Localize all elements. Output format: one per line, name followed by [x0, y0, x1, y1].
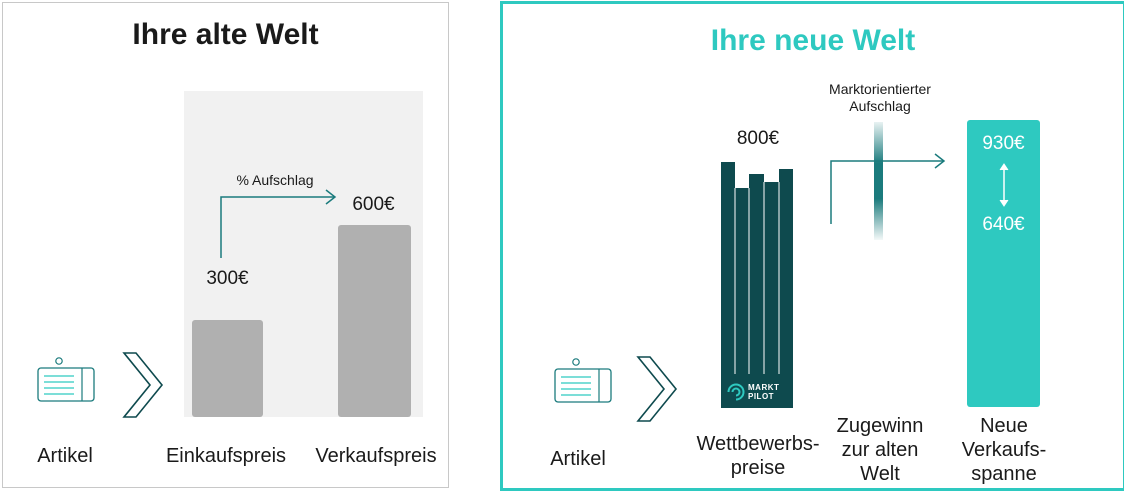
chevron-right-icon	[636, 356, 678, 422]
new-sale-span-label: Neue Verkaufs- spanne	[950, 414, 1058, 486]
markup-label: % Aufschlag	[236, 172, 314, 188]
old-world-title: Ihre alte Welt	[132, 18, 319, 51]
brand-line-1: MARKT	[748, 383, 780, 392]
brand-line-2: PILOT	[748, 392, 775, 401]
sale-price-value: 600€	[352, 194, 395, 215]
competitor-label-line-2: preise	[730, 457, 786, 479]
article-icon	[37, 357, 95, 402]
new-article-label: Artikel	[550, 448, 606, 470]
gain-line-3: Welt	[860, 463, 900, 485]
marktpilot-logo-icon	[727, 383, 745, 401]
span-label-line-2: Verkaufs-	[961, 439, 1047, 461]
span-bottom-value: 640€	[982, 214, 1025, 235]
market-markup-label: Marktorientierter Aufschlag	[815, 81, 945, 115]
span-label-line-1: Neue	[980, 415, 1028, 437]
purchase-price-bar	[192, 320, 263, 417]
competitor-price-label: Wettbewerbs- preise	[688, 432, 828, 480]
span-label-line-3: spanne	[971, 463, 1037, 485]
gain-line-1: Zugewinn	[836, 415, 924, 437]
market-markup-line-2: Aufschlag	[849, 98, 911, 114]
old-article-label: Artikel	[37, 445, 93, 467]
gain-label: Zugewinn zur alten Welt	[826, 414, 934, 486]
competitor-label-line-1: Wettbewerbs-	[696, 433, 820, 455]
double-arrow-icon	[999, 163, 1009, 207]
market-markup-line-1: Marktorientierter	[829, 81, 931, 97]
gain-line-2: zur alten	[841, 439, 919, 461]
purchase-price-value: 300€	[206, 268, 249, 289]
marktpilot-brand: MARKT PILOT	[748, 383, 779, 401]
chevron-right-icon	[122, 352, 164, 418]
competitor-price-bars	[721, 162, 793, 408]
span-top-value: 930€	[982, 133, 1025, 154]
new-world-title: Ihre neue Welt	[710, 24, 916, 57]
sale-price-label: Verkaufspreis	[315, 445, 437, 467]
purchase-price-label: Einkaufspreis	[165, 445, 287, 467]
sale-price-bar	[338, 225, 411, 417]
competitor-price-value: 800€	[736, 128, 780, 149]
article-icon	[554, 358, 612, 403]
